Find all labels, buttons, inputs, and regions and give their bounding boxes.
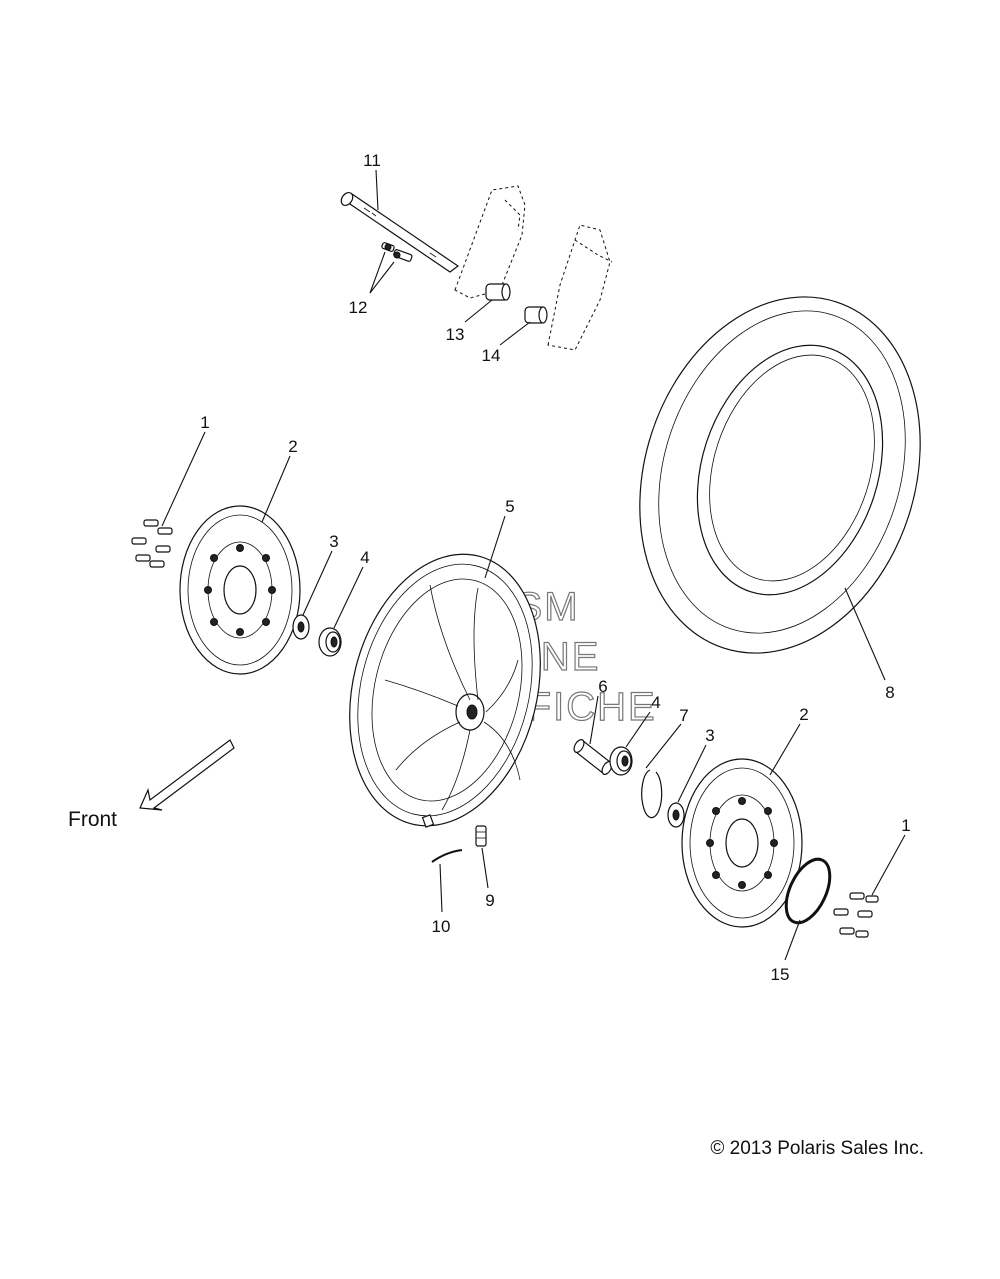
callout-3-left: 3 — [329, 532, 338, 551]
callout-5: 5 — [505, 497, 514, 516]
callout-2-right: 2 — [799, 705, 808, 724]
seal-right-part-3 — [667, 802, 685, 828]
bearing-right-part-4 — [609, 746, 633, 776]
brake-disc-right-part-2 — [681, 758, 803, 928]
spacer-tube-part-6 — [573, 739, 613, 775]
callout-2-left: 2 — [288, 437, 297, 456]
spacer-part-13 — [485, 283, 511, 301]
callout-4-right: 4 — [651, 693, 660, 712]
callout-1-right: 1 — [901, 816, 910, 835]
wheel-part-5 — [349, 553, 541, 828]
callout-10: 10 — [432, 917, 451, 936]
brake-disc-left-part-2 — [179, 505, 301, 675]
spacer-part-14 — [524, 306, 548, 324]
callout-15: 15 — [771, 965, 790, 984]
callout-14: 14 — [482, 346, 501, 365]
callout-9: 9 — [485, 891, 494, 910]
copyright-text: © 2013 Polaris Sales Inc. — [710, 1138, 924, 1159]
valve-stem-part-9 — [475, 825, 487, 847]
weight-part-10 — [431, 849, 463, 863]
tone-ring-part-15 — [784, 857, 832, 925]
front-label: Front — [68, 808, 117, 831]
callout-12: 12 — [349, 298, 368, 317]
callout-11: 11 — [363, 151, 381, 170]
axle-part-11 — [340, 191, 460, 273]
callout-13: 13 — [446, 325, 465, 344]
callout-3-right: 3 — [705, 726, 714, 745]
seal-left-part-3 — [292, 614, 310, 640]
disc-right-bolts — [706, 797, 778, 889]
fork-leg-left — [454, 185, 526, 299]
callout-1-left: 1 — [200, 413, 209, 432]
callout-4-left: 4 — [360, 548, 369, 567]
callout-6: 6 — [598, 677, 607, 696]
wheel-spokes — [384, 584, 521, 811]
tire-part-8 — [639, 296, 921, 654]
disc-bolts-left-part-1 — [131, 519, 173, 568]
leader-lines — [161, 169, 906, 961]
bearing-left-part-4 — [318, 627, 342, 657]
disc-bolts-right-part-1 — [833, 892, 879, 938]
front-arrow-icon — [139, 739, 235, 811]
callout-7: 7 — [679, 706, 688, 725]
disc-left-bolts — [204, 544, 276, 636]
bolts-part-12 — [381, 242, 413, 262]
callout-8: 8 — [885, 683, 894, 702]
fork-leg-right — [547, 224, 613, 351]
callout-numbers: 1 2 3 4 5 6 4 7 3 2 1 8 9 10 11 12 13 14… — [200, 151, 910, 984]
circlip-part-7 — [641, 769, 663, 819]
